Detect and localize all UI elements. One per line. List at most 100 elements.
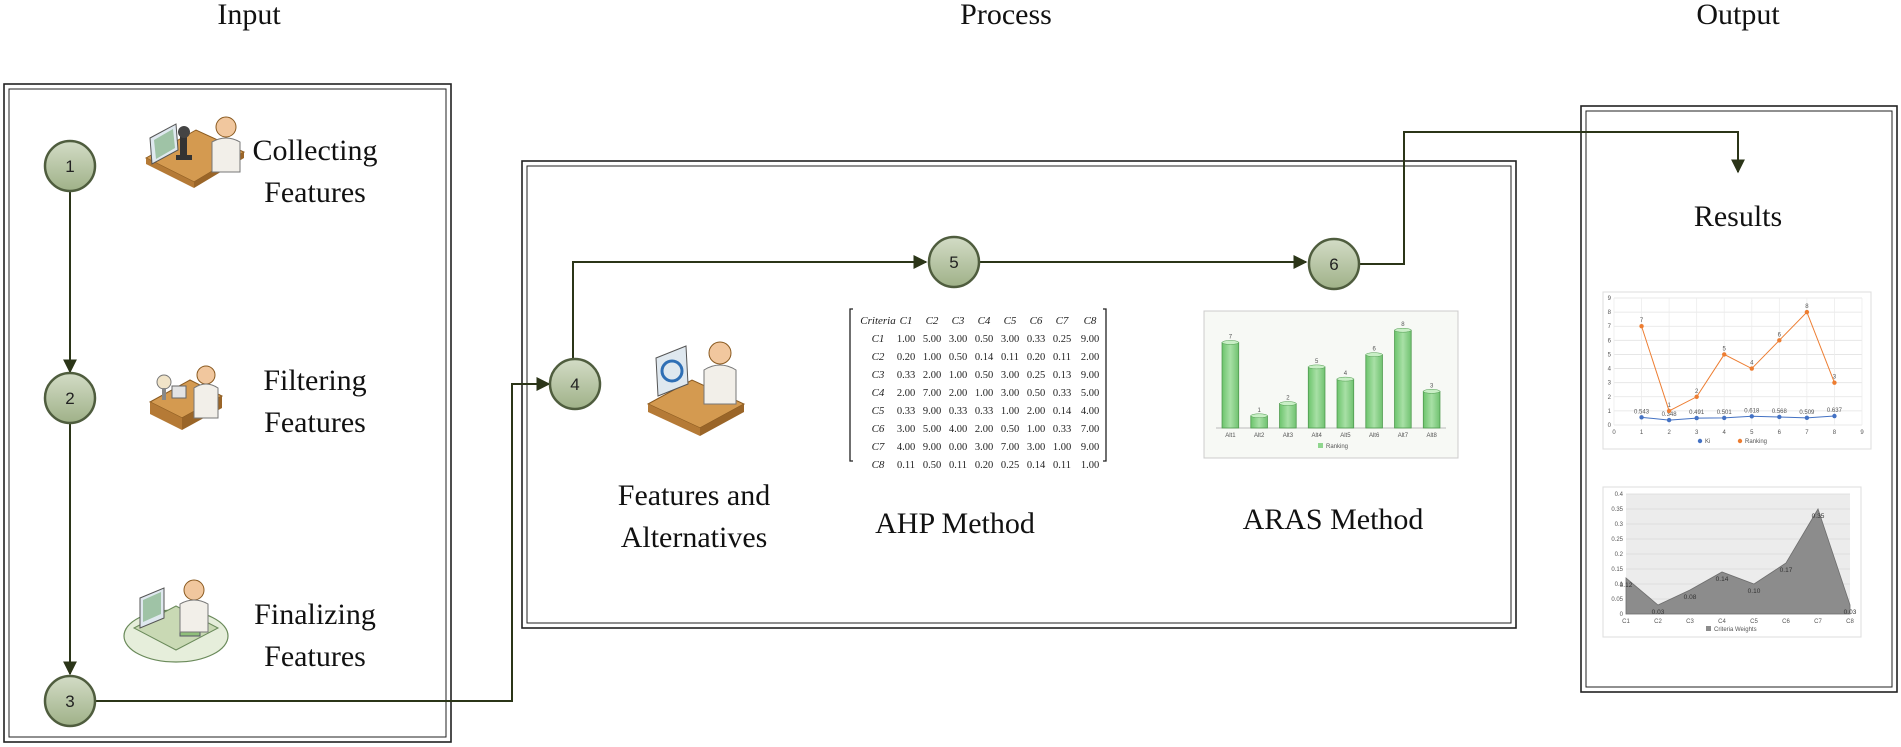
- ahp-cell: 3.00: [897, 424, 915, 435]
- point-value-label: 1: [1667, 403, 1671, 409]
- point-value-label: 6: [1778, 332, 1782, 338]
- series-point: [1777, 414, 1782, 420]
- point-value-label: 0.501: [1717, 410, 1733, 416]
- ahp-cell: 0.13: [1053, 370, 1071, 381]
- ahp-cell: 0.25: [1053, 334, 1071, 345]
- point-value-label: 0.618: [1744, 408, 1760, 414]
- node-2-label: 2: [65, 389, 74, 408]
- node-2: 2: [43, 371, 97, 425]
- filtering-person-icon: [148, 365, 224, 430]
- ahp-cell: 0.11: [897, 460, 915, 471]
- series-point: [1777, 338, 1782, 343]
- area-chart-ytick: 0: [1620, 612, 1624, 618]
- ahp-cell: 7.00: [1001, 442, 1019, 453]
- series-point: [1722, 415, 1727, 421]
- ahp-cell: 3.00: [1001, 370, 1019, 381]
- ranking-bar: [1279, 403, 1297, 429]
- area-category-label: C4: [1718, 619, 1726, 625]
- point-value-label: 4: [1750, 361, 1754, 367]
- area-value-label: 0.14: [1716, 576, 1729, 583]
- ahp-cell: 0.20: [975, 460, 993, 471]
- area-chart-ytick: 0.1: [1615, 582, 1624, 588]
- ahp-cell: 1.00: [897, 334, 915, 345]
- ranking-bar: [1221, 342, 1240, 429]
- ahp-cell: 1.00: [1001, 406, 1019, 417]
- area-chart-ytick: 0.15: [1611, 567, 1623, 573]
- line-chart-xtick: 0: [1612, 430, 1616, 436]
- series-point: [1749, 366, 1754, 371]
- ahp-cell: 0.50: [1001, 424, 1019, 435]
- input-column-title: Input: [217, 0, 281, 31]
- node-5: 5: [927, 235, 981, 289]
- line-chart-xtick: 2: [1667, 430, 1671, 436]
- series-line-ranking: [1641, 311, 1835, 412]
- area-chart-ytick: 0.3: [1615, 522, 1624, 528]
- ranking-bar: [1365, 354, 1383, 429]
- ahp-cell: 0.11: [949, 460, 967, 471]
- area-chart-ytick: 0.25: [1611, 537, 1623, 543]
- bar-value-label: 5: [1315, 359, 1319, 365]
- line-chart-xtick: 6: [1778, 430, 1782, 436]
- bar-value-label: 4: [1344, 371, 1348, 377]
- node-3-label: 3: [65, 692, 74, 711]
- features-alternatives-label-line2: Alternatives: [621, 521, 768, 554]
- ahp-cell: 9.00: [1081, 334, 1099, 345]
- ahp-cell: 0.50: [923, 460, 941, 471]
- line-chart-xtick: 9: [1860, 430, 1864, 436]
- ahp-cell: 0.33: [1053, 388, 1071, 399]
- output-panel: [1580, 105, 1898, 693]
- output-column-title: Output: [1696, 0, 1780, 31]
- line-chart-xtick: 4: [1723, 430, 1727, 436]
- area-value-label: 0.12: [1620, 582, 1633, 589]
- ranking-bar: [1394, 329, 1412, 429]
- line-chart-ytick: 8: [1608, 310, 1612, 316]
- line-chart-xtick: 7: [1805, 430, 1809, 436]
- bar-value-label: 7: [1229, 334, 1233, 340]
- line-chart-ytick: 1: [1608, 409, 1612, 415]
- ahp-cell: 0.33: [1027, 334, 1045, 345]
- ranking-bar-top: [1308, 364, 1326, 370]
- analyst-icon: [646, 341, 746, 436]
- area-chart-ytick: 0.05: [1611, 597, 1623, 603]
- series-point: [1832, 413, 1837, 419]
- ahp-cell: 2.00: [923, 370, 941, 381]
- area-category-label: C3: [1686, 619, 1694, 625]
- ranking-bar-top: [1250, 413, 1268, 419]
- area-value-label: 0.08: [1684, 594, 1697, 601]
- bar-legend-swatch: [1318, 443, 1323, 448]
- bar-value-label: 3: [1430, 383, 1434, 389]
- bar-legend-label: Ranking: [1326, 444, 1348, 450]
- node-6: 6: [1307, 237, 1361, 291]
- node-4: 4: [548, 357, 602, 411]
- series-point: [1666, 408, 1672, 414]
- ahp-cell: C2: [872, 351, 885, 363]
- criteria-weights-area: [1625, 508, 1851, 615]
- ahp-cell: 0.33: [897, 406, 915, 417]
- series-point: [1832, 380, 1837, 385]
- point-value-label: 8: [1805, 304, 1809, 310]
- ahp-cell: 0.11: [1053, 352, 1071, 363]
- ahp-cell: 1.00: [949, 370, 967, 381]
- bar-category-label: Alt8: [1426, 433, 1437, 439]
- node-3: 3: [43, 674, 97, 728]
- point-value-label: 0.348: [1662, 412, 1678, 418]
- area-chart-ytick: 0.4: [1615, 492, 1624, 498]
- point-value-label: 0.568: [1772, 409, 1788, 415]
- series-point: [1694, 415, 1699, 421]
- ahp-header-cell: Criteria: [860, 315, 896, 327]
- ahp-cell: C5: [872, 405, 885, 417]
- finalizing-label-line1: Finalizing: [254, 598, 376, 631]
- line-chart-ytick: 3: [1608, 381, 1612, 387]
- workstation-icon: [123, 579, 229, 663]
- ahp-cell: 9.00: [923, 442, 941, 453]
- arrow-6-to-results: [1359, 131, 1745, 265]
- finalizing-label-line2: Features: [264, 640, 366, 673]
- collecting-label-line2: Features: [264, 176, 366, 209]
- line-legend-label: Ki: [1705, 439, 1710, 445]
- line-chart-ytick: 4: [1608, 367, 1612, 373]
- ahp-cell: 1.00: [1081, 460, 1099, 471]
- line-chart-xtick: 5: [1750, 430, 1754, 436]
- aras-ranking-chart: 7Alt11Alt22Alt35Alt44Alt56Alt68Alt73Alt8…: [1203, 310, 1459, 459]
